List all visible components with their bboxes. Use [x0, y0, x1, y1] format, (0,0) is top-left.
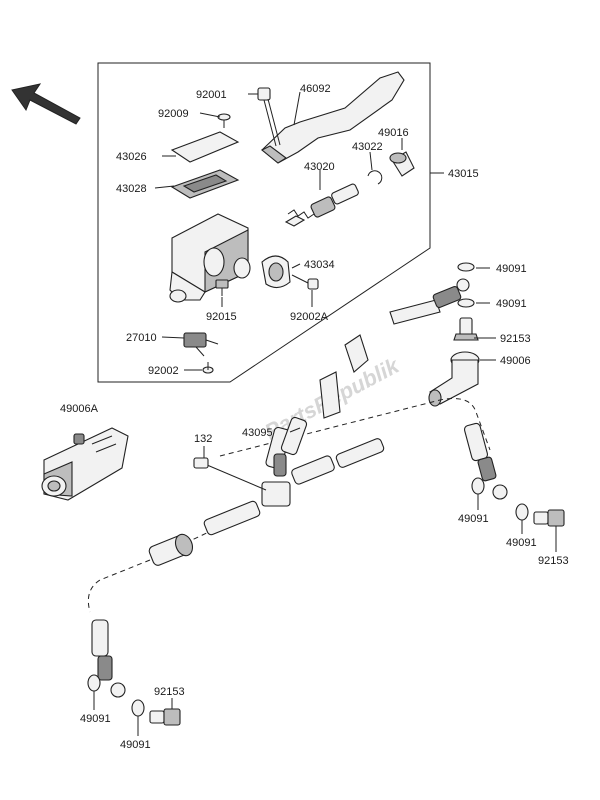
label-27010: 27010	[126, 332, 157, 344]
main-brake-hose	[87, 398, 508, 698]
brake-hose-joint	[193, 416, 308, 507]
label-49006: 49006	[500, 355, 531, 367]
label-43020: 43020	[304, 161, 335, 173]
label-43026: 43026	[116, 151, 147, 163]
upper-washer-1	[457, 262, 475, 272]
label-92015: 92015	[206, 311, 237, 323]
lower-right-washer-2	[515, 503, 529, 521]
brake-lever	[260, 71, 405, 164]
handlebar-clamp	[261, 255, 291, 289]
circlip	[367, 170, 383, 185]
banjo-cover	[428, 351, 480, 407]
label-92153-lower-right: 92153	[538, 555, 569, 567]
clamp-bolt	[291, 274, 319, 290]
switch-screw	[215, 279, 229, 296]
lower-left-banjo-bolt	[149, 708, 181, 726]
dust-boot	[389, 151, 415, 177]
label-49091-upper-1: 49091	[496, 263, 527, 275]
switch-mount-screw	[202, 362, 214, 374]
label-49091-lower-right-2: 49091	[506, 537, 537, 549]
label-43022: 43022	[352, 141, 383, 153]
upper-banjo-bolt	[453, 317, 479, 341]
label-49091-lower-right-1: 49091	[458, 513, 489, 525]
lower-right-washer-1	[471, 477, 485, 495]
label-43015: 43015	[448, 168, 479, 180]
lower-right-banjo-bolt	[533, 509, 565, 527]
label-49091-lower-left-2: 49091	[120, 739, 151, 751]
label-43095: 43095	[242, 427, 273, 439]
lower-left-washer-2	[131, 699, 145, 717]
cap-screw	[217, 113, 231, 128]
pivot-bolt	[257, 87, 281, 147]
label-43028: 43028	[116, 183, 147, 195]
leader-lines	[93, 91, 557, 736]
label-132: 132	[194, 433, 212, 445]
label-92153-lower-left: 92153	[154, 686, 185, 698]
lower-left-washer-1	[87, 674, 101, 692]
upper-brake-hose	[319, 278, 470, 419]
label-49091-upper-2: 49091	[496, 298, 527, 310]
label-92002A: 92002A	[290, 311, 329, 323]
diaphragm	[170, 169, 240, 199]
reservoir-cap	[170, 131, 240, 163]
label-46092: 46092	[300, 83, 331, 95]
master-cylinder-assembly-frame	[97, 62, 431, 383]
hose-joint-cover	[41, 427, 129, 501]
label-49006A: 49006A	[60, 403, 99, 415]
label-92001: 92001	[196, 89, 227, 101]
upper-washer-2	[457, 298, 475, 308]
label-49016: 49016	[378, 127, 409, 139]
label-92009: 92009	[158, 108, 189, 120]
label-92002: 92002	[148, 365, 179, 377]
label-49091-lower-left-1: 49091	[80, 713, 111, 725]
piston-kit	[284, 183, 359, 227]
master-cylinder-body	[169, 213, 251, 303]
brake-light-switch	[183, 332, 219, 357]
label-43034: 43034	[304, 259, 335, 271]
front-direction-arrow-icon	[11, 83, 81, 125]
label-92153-upper: 92153	[500, 333, 531, 345]
